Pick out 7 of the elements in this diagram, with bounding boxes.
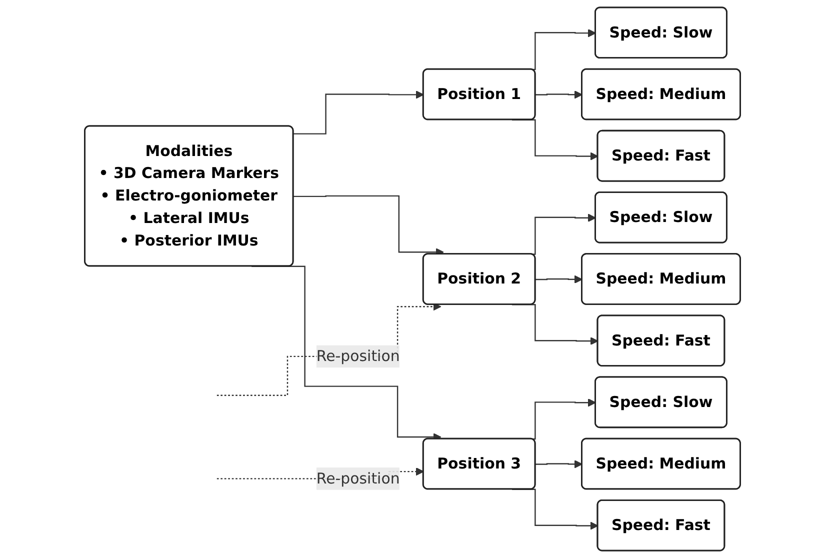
- edge-label: Re-position: [316, 347, 400, 365]
- edge-label: Re-position: [316, 469, 400, 488]
- arrow: [536, 275, 583, 284]
- arrow: [294, 90, 424, 134]
- arrow: [536, 460, 583, 468]
- arrow: [536, 90, 583, 99]
- arrow: [216, 302, 442, 396]
